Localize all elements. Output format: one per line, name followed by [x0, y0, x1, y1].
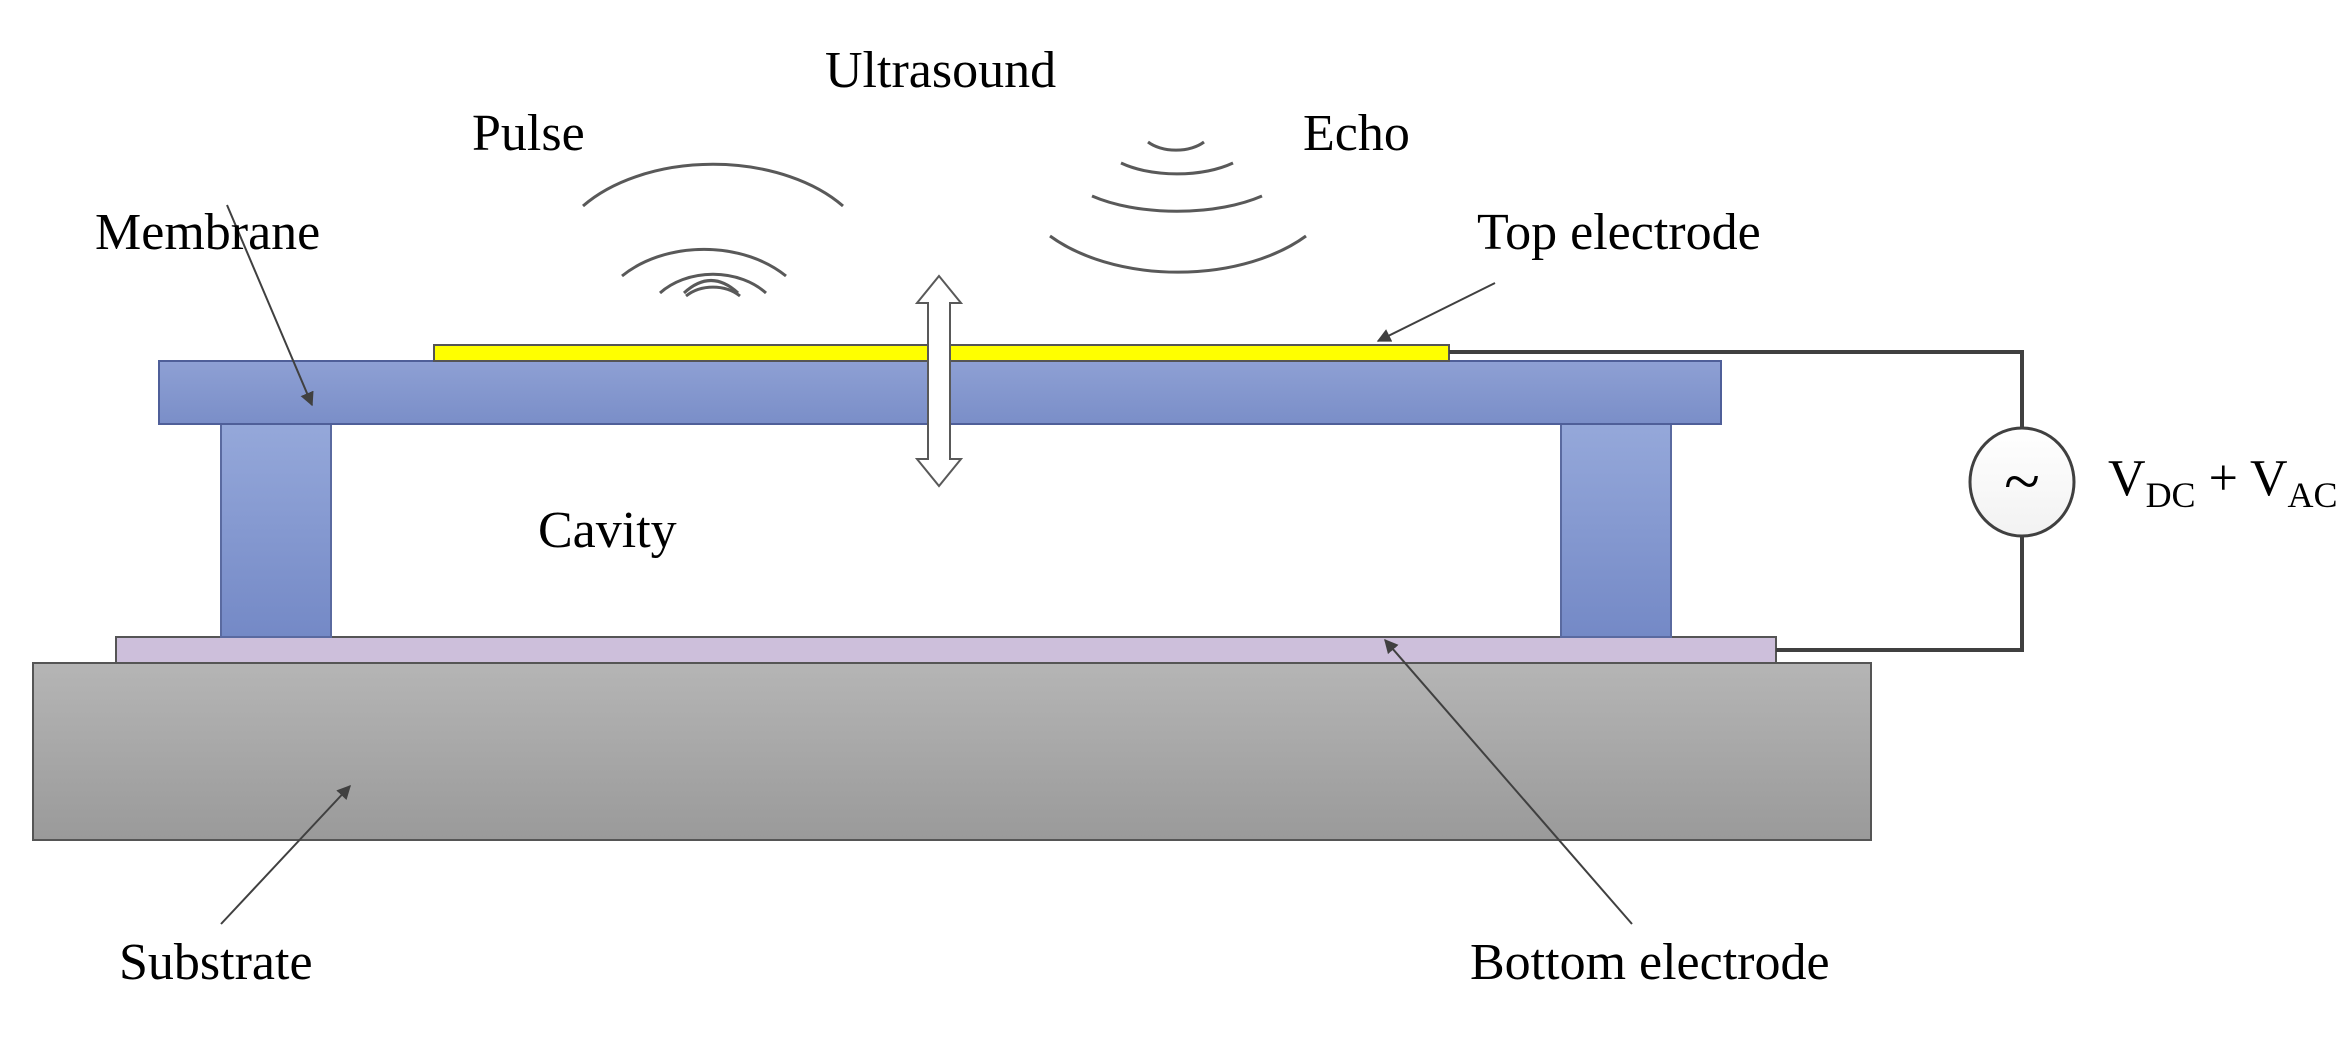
- pulse-wave-4: [582, 162, 844, 208]
- voltage-sub-dc: DC: [2146, 475, 2196, 515]
- ultrasound-label: Ultrasound: [825, 42, 1056, 99]
- bottom-electrode-layer: [115, 636, 1777, 664]
- pulse-wave-3: [621, 247, 787, 278]
- voltage-sub-ac: AC: [2288, 475, 2338, 515]
- pulse-wave-1: [685, 285, 741, 298]
- substrate-block: [32, 662, 1872, 841]
- substrate-label: Substrate: [119, 934, 313, 991]
- bottom-wire: [1776, 536, 2024, 652]
- left-support-post: [220, 423, 332, 638]
- ac-source-symbol: ~: [2004, 445, 2040, 518]
- pulse-label: Pulse: [472, 105, 585, 162]
- voltage-plus: +: [2196, 450, 2250, 507]
- ac-voltage-source-icon: ~: [1968, 426, 2076, 538]
- top-electrode-leader-arrow: [1376, 282, 1496, 342]
- bottom-electrode-leader-arrow: [1384, 638, 1633, 925]
- echo-wave-2: [1120, 161, 1234, 176]
- double-headed-arrow-icon: [914, 274, 964, 488]
- voltage-v1: V: [2108, 450, 2146, 507]
- echo-waves: [1049, 140, 1307, 274]
- echo-wave-1: [1147, 140, 1205, 152]
- echo-wave-4: [1049, 234, 1307, 274]
- echo-wave-3: [1091, 194, 1263, 213]
- membrane-leader-arrow: [226, 204, 314, 407]
- top-wire: [1449, 350, 2024, 428]
- substrate-leader-arrow: [220, 784, 351, 925]
- right-support-post: [1560, 423, 1672, 638]
- echo-label: Echo: [1303, 105, 1410, 162]
- pulse-waves: [582, 162, 844, 298]
- cavity-label: Cavity: [538, 502, 677, 559]
- voltage-v2: V: [2250, 450, 2288, 507]
- top-electrode-label: Top electrode: [1477, 204, 1761, 261]
- membrane-label: Membrane: [95, 204, 320, 261]
- voltage-label: VDC + VAC: [2108, 450, 2338, 515]
- bottom-electrode-label: Bottom electrode: [1470, 934, 1830, 991]
- pulse-wave-2: [659, 272, 767, 295]
